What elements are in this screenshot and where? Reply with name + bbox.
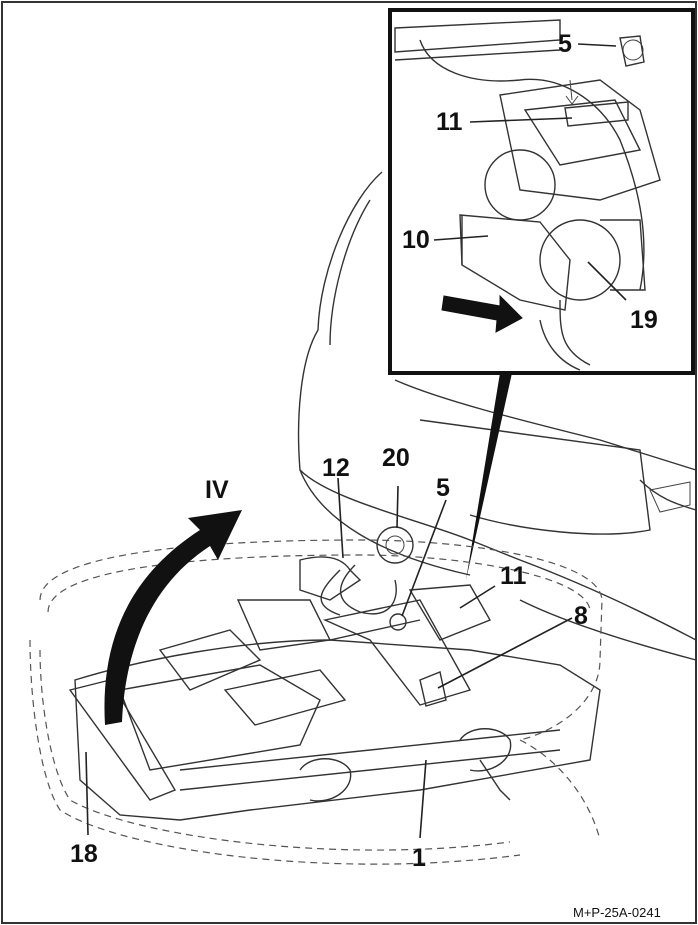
callout-11-main: 11 xyxy=(500,562,527,590)
callout-12: 12 xyxy=(322,454,350,482)
view-label-iv: IV xyxy=(205,476,229,504)
detail-pointer xyxy=(466,373,512,580)
callout-8: 8 xyxy=(574,602,588,630)
callout-10: 10 xyxy=(402,226,430,254)
figure-reference-code: M+P-25A-0241 xyxy=(573,905,661,920)
callout-18: 18 xyxy=(70,840,98,868)
callout-5-detail: 5 xyxy=(558,30,572,58)
callout-19: 19 xyxy=(630,306,658,334)
rotation-arrow xyxy=(104,510,242,725)
detail-inset xyxy=(388,8,695,375)
spare-wheel-well xyxy=(29,539,603,865)
tow-hitch-assembly xyxy=(68,477,601,839)
inset-frame xyxy=(388,8,695,375)
callout-1: 1 xyxy=(412,844,426,872)
callout-5-main: 5 xyxy=(436,474,450,502)
callout-20: 20 xyxy=(382,444,410,472)
callout-11-detail: 11 xyxy=(436,108,463,136)
vehicle-rear-outline xyxy=(297,171,697,661)
